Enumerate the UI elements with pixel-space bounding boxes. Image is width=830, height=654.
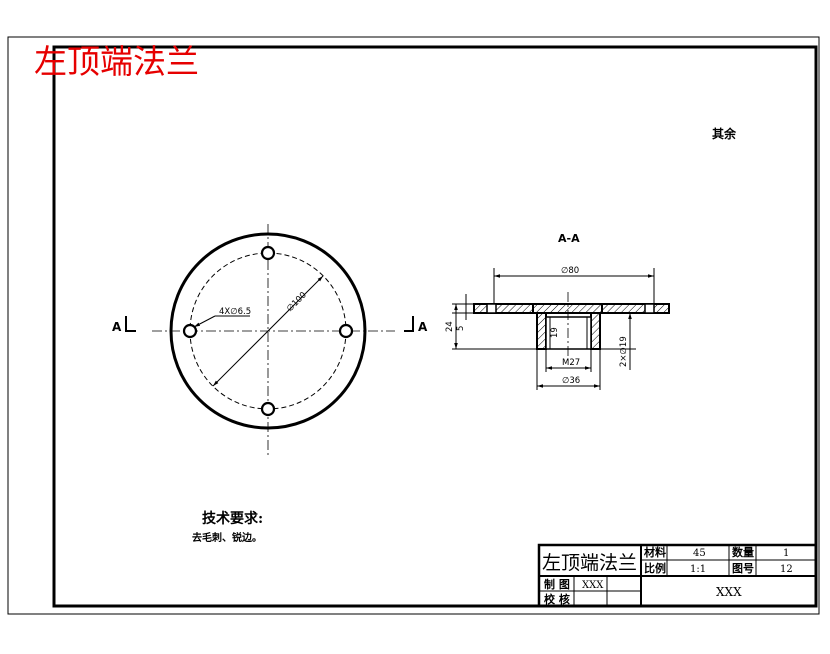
dim-36-label: ∅36	[562, 376, 580, 386]
tb-scale-value: 1:1	[690, 564, 706, 575]
tb-company: XXX	[716, 585, 742, 599]
front-view: 4X∅6.5 ∅100 A A	[112, 224, 428, 458]
pcd-label: ∅100	[285, 290, 309, 314]
tb-drawing-no-value: 12	[780, 564, 793, 575]
remainder-note: 其余	[712, 126, 737, 141]
bolt-hole-right	[338, 323, 354, 339]
section-view: A-A ∅80 24 5 19 M27	[445, 232, 670, 390]
tb-quantity-value: 1	[783, 548, 789, 559]
bolt-hole-bottom	[260, 401, 276, 417]
tb-drawing-no-label: 图号	[732, 562, 754, 575]
flange-plate-mid	[532, 303, 603, 314]
dim-24-label: 24	[445, 321, 455, 332]
section-label: A-A	[558, 232, 580, 245]
tb-material-value: 45	[693, 548, 706, 559]
dim-19-label: 19	[550, 327, 560, 338]
tb-material-label: 材料	[644, 545, 666, 559]
bolt-hole-top	[260, 245, 276, 261]
title-block: 左顶端法兰 材料 45 数量 1 比例 1:1 图号 12 制 图 XXX 校 …	[537, 543, 818, 608]
drawing-frame	[52, 45, 818, 608]
tb-part-name: 左顶端法兰	[542, 552, 637, 574]
flange-plate-right	[601, 303, 670, 314]
sheet-outer-border	[7, 36, 820, 615]
boss-right-wall	[590, 312, 601, 350]
boss-left-wall	[536, 312, 547, 350]
flange-plate-left	[473, 303, 534, 314]
dim-m27-label: M27	[562, 358, 580, 368]
section-mark-left: A	[112, 320, 122, 334]
tb-quantity-label: 数量	[732, 545, 754, 559]
bolt-hole-left	[182, 323, 198, 339]
dim-2x19-label: 2×∅19	[619, 336, 629, 367]
tech-req-heading: 技术要求:	[202, 510, 263, 527]
section-arrow-right	[404, 316, 414, 332]
red-title: 左顶端法兰	[34, 42, 199, 81]
tb-drawn-value: XXX	[582, 580, 604, 591]
tb-drawn-label: 制 图	[544, 577, 570, 591]
flange-hole-left	[486, 303, 497, 314]
dim-80-label: ∅80	[561, 266, 579, 276]
hole-callout: 4X∅6.5	[219, 307, 251, 317]
dim-5-label: 5	[456, 326, 466, 331]
flange-hole-right	[644, 303, 655, 314]
tech-req-body: 去毛刺、锐边。	[192, 531, 262, 544]
tb-scale-label: 比例	[644, 561, 666, 575]
tb-checked-label: 校 核	[544, 592, 570, 606]
section-arrow-left	[125, 316, 136, 332]
pcd-dimension-line	[212, 275, 324, 387]
hole-leader-line	[193, 315, 216, 328]
section-mark-right: A	[418, 320, 428, 334]
